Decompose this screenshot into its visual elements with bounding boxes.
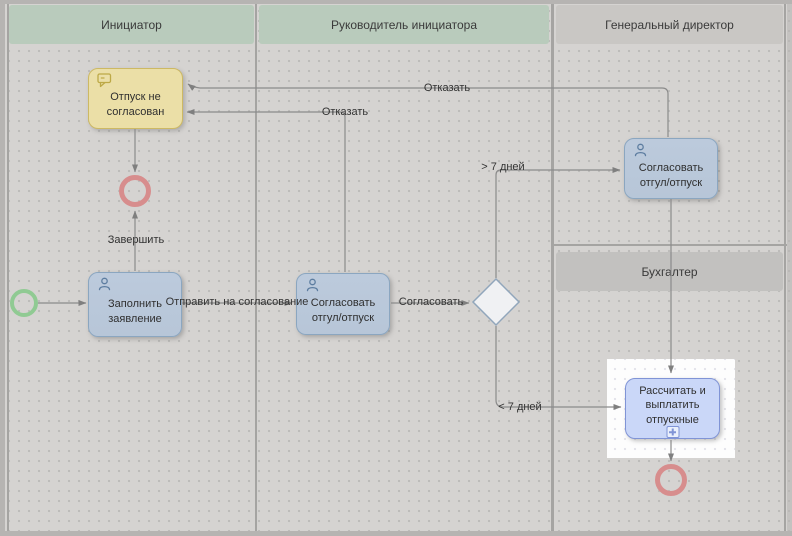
note-label: Отпуск не согласован bbox=[106, 90, 165, 118]
flow-reject-manager[interactable] bbox=[186, 109, 346, 272]
end-event-rejected[interactable] bbox=[119, 175, 151, 207]
task-fill-request[interactable]: Заполнить заявление bbox=[88, 272, 182, 337]
window-frame-bottom bbox=[0, 531, 792, 536]
lane-header-director[interactable]: Генеральный директор bbox=[556, 5, 783, 44]
lane-label: Инициатор bbox=[101, 17, 162, 32]
flow-label-less-7-days[interactable]: < 7 дней bbox=[498, 401, 542, 413]
flow-label-approve[interactable]: Согласовать bbox=[398, 296, 464, 308]
lane-divider-director-accountant bbox=[551, 244, 787, 246]
lane-label: Генеральный директор bbox=[605, 17, 734, 32]
flow-label-reject-manager[interactable]: Отказать bbox=[321, 106, 369, 118]
window-frame-right bbox=[787, 0, 792, 536]
flow-label-reject-director[interactable]: Отказать bbox=[423, 82, 471, 94]
flow-label-more-7-days[interactable]: > 7 дней bbox=[481, 161, 525, 173]
lane-label: Руководитель инициатора bbox=[330, 17, 478, 32]
comment-icon bbox=[97, 73, 113, 93]
note-vacation-rejected[interactable]: Отпуск не согласован bbox=[88, 68, 183, 129]
user-icon bbox=[305, 278, 320, 297]
pool-left-border bbox=[7, 4, 9, 531]
window-frame-left bbox=[0, 0, 5, 536]
task-label: Рассчитать и выплатить отпускные bbox=[639, 384, 706, 426]
task-calc-pay[interactable]: Рассчитать и выплатить отпускные bbox=[625, 378, 720, 439]
lane-divider-2 bbox=[551, 4, 554, 531]
task-director-approve[interactable]: Согласовать отгул/отпуск bbox=[624, 138, 718, 199]
flow-less-7-days[interactable] bbox=[495, 326, 622, 410]
task-label: Согласовать отгул/отпуск bbox=[310, 297, 376, 324]
pool-right-border bbox=[784, 4, 786, 531]
lane-header-initiator[interactable]: Инициатор bbox=[9, 5, 254, 44]
task-manager-approve[interactable]: Согласовать отгул/отпуск bbox=[296, 273, 390, 335]
lane-label: Бухгалтер bbox=[641, 264, 698, 279]
lane-header-accountant[interactable]: Бухгалтер bbox=[556, 252, 783, 291]
flow-label-finish[interactable]: Завершить bbox=[107, 234, 165, 246]
subprocess-plus-icon[interactable] bbox=[666, 426, 679, 438]
task-label: Заполнить заявление bbox=[107, 297, 162, 325]
lane-divider-1 bbox=[255, 4, 257, 531]
start-event[interactable] bbox=[10, 289, 38, 317]
user-icon bbox=[633, 143, 648, 162]
gateway-days[interactable] bbox=[471, 277, 521, 327]
task-label: Согласовать отгул/отпуск bbox=[638, 161, 704, 189]
lane-header-manager[interactable]: Руководитель инициатора bbox=[259, 5, 549, 44]
user-icon bbox=[97, 277, 112, 296]
flow-label-send-approval[interactable]: Отправить на согласование bbox=[165, 296, 309, 308]
end-event-paid[interactable] bbox=[655, 464, 687, 496]
window-frame-top bbox=[0, 0, 792, 4]
